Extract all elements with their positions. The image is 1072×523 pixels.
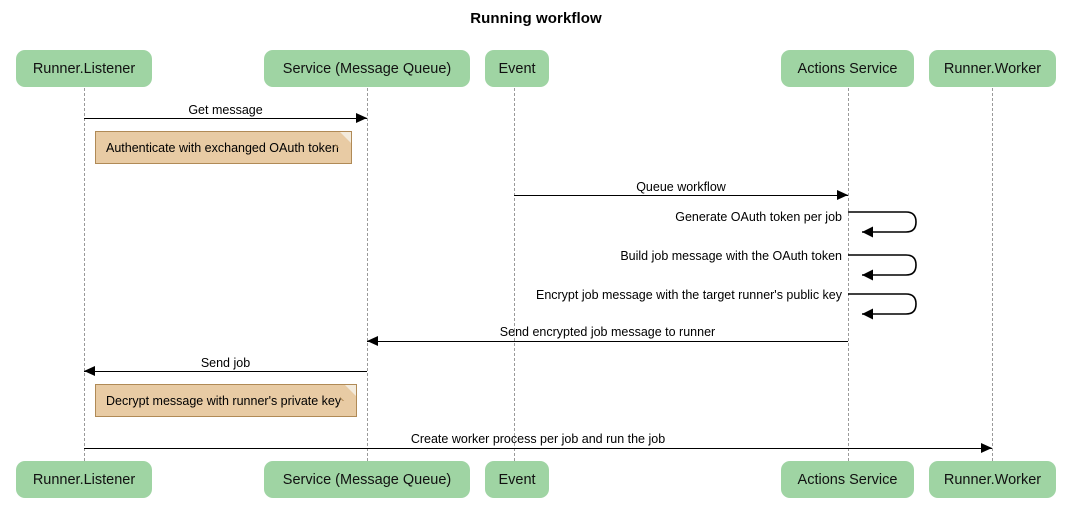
- message-label-send-job: Send job: [200, 356, 251, 370]
- participant-label: Event: [498, 60, 536, 77]
- lifeline-runner-listener: [84, 88, 85, 461]
- participant-label: Runner.Worker: [943, 471, 1042, 488]
- lifeline-service-message-queue: [367, 88, 368, 461]
- participant-runner-listener-top[interactable]: Runner.Listener: [16, 50, 152, 87]
- arrowhead-send-encrypted-job-message: [367, 335, 378, 346]
- participant-event-bottom[interactable]: Event: [485, 461, 549, 498]
- participant-actions-service-top[interactable]: Actions Service: [781, 50, 914, 87]
- message-label-build-job-message: Build job message with the OAuth token: [620, 249, 842, 263]
- message-label-queue-workflow: Queue workflow: [636, 180, 726, 194]
- message-label-get-message: Get message: [188, 103, 263, 117]
- note-fold-edge: [335, 132, 351, 148]
- message-line-send-job: [84, 371, 367, 372]
- note-authenticate: Authenticate with exchanged OAuth token: [95, 131, 352, 164]
- message-line-get-message: [84, 118, 367, 119]
- message-label-create-worker-process: Create worker process per job and run th…: [410, 432, 666, 446]
- note-text: Decrypt message with runner's private ke…: [106, 393, 342, 408]
- note-text: Authenticate with exchanged OAuth token: [106, 140, 339, 155]
- participant-runner-worker-top[interactable]: Runner.Worker: [929, 50, 1056, 87]
- lifeline-runner-worker: [992, 88, 993, 461]
- message-line-queue-workflow: [514, 195, 848, 196]
- arrowhead-send-job: [84, 365, 95, 376]
- participant-label: Actions Service: [797, 60, 898, 77]
- message-label-encrypt-job-message: Encrypt job message with the target runn…: [535, 288, 842, 302]
- participant-service-message-queue-top[interactable]: Service (Message Queue): [264, 50, 470, 87]
- diagram-title: Running workflow: [470, 10, 602, 27]
- arrowhead-get-message: [356, 112, 367, 123]
- selfloop-build-job-message: [848, 249, 924, 285]
- lifeline-actions-service: [848, 88, 849, 461]
- participant-runner-listener-bottom[interactable]: Runner.Listener: [16, 461, 152, 498]
- participant-label: Service (Message Queue): [282, 60, 452, 77]
- selfloop-encrypt-job-message: [848, 288, 924, 324]
- participant-label: Service (Message Queue): [282, 471, 452, 488]
- note-decrypt: Decrypt message with runner's private ke…: [95, 384, 357, 417]
- participant-label: Runner.Listener: [32, 471, 136, 488]
- participant-label: Actions Service: [797, 471, 898, 488]
- participant-actions-service-bottom[interactable]: Actions Service: [781, 461, 914, 498]
- participant-runner-worker-bottom[interactable]: Runner.Worker: [929, 461, 1056, 498]
- note-fold-edge: [340, 385, 356, 401]
- message-label-generate-oauth-token: Generate OAuth token per job: [675, 210, 842, 224]
- participant-label: Runner.Worker: [943, 60, 1042, 77]
- message-line-send-encrypted-job-message: [367, 341, 848, 342]
- participant-label: Event: [498, 471, 536, 488]
- arrowhead-create-worker-process: [981, 442, 992, 453]
- participant-event-top[interactable]: Event: [485, 50, 549, 87]
- participant-service-message-queue-bottom[interactable]: Service (Message Queue): [264, 461, 470, 498]
- message-line-create-worker-process: [84, 448, 992, 449]
- message-label-send-encrypted-job-message: Send encrypted job message to runner: [499, 325, 716, 339]
- arrowhead-queue-workflow: [837, 189, 848, 200]
- participant-label: Runner.Listener: [32, 60, 136, 77]
- lifeline-event: [514, 88, 515, 461]
- selfloop-generate-oauth-token: [848, 206, 924, 242]
